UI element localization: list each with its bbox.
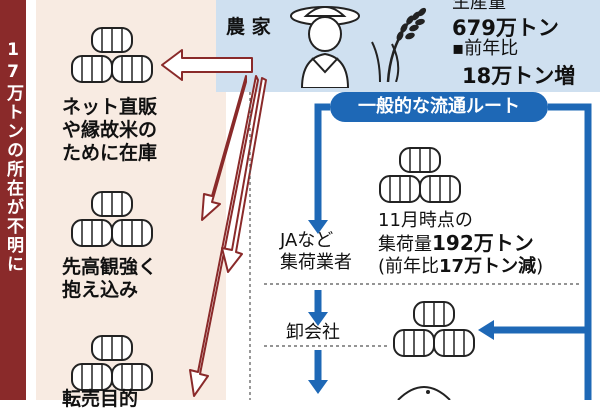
- route-label: 一般的な流通ルート: [330, 92, 548, 122]
- rice-bags-icon: [393, 301, 475, 357]
- left-banner-text: 17万トンの所在が不明に: [3, 40, 23, 274]
- yoy-value: 18万トン増: [462, 64, 576, 88]
- wholesaler-label: 卸会社: [286, 322, 340, 343]
- left-banner: [0, 0, 26, 400]
- production-value: 679万トン: [452, 16, 559, 40]
- rice-bags-icon: [71, 335, 153, 391]
- rice-bags-icon: [71, 27, 153, 83]
- rice-bags-icon: [379, 147, 461, 203]
- farmer-icon: [290, 6, 360, 88]
- collectors-label: JAなど 集荷業者: [280, 230, 352, 273]
- left-item-online-sales: ネット直販 や縁故米の ために在庫: [62, 96, 158, 164]
- rice-plant-icon: [371, 7, 427, 82]
- left-item-hoarding: 先高観強く 抱え込み: [62, 256, 158, 301]
- yoy-label: ▪前年比: [452, 38, 519, 59]
- flow-arrows: [161, 49, 592, 400]
- rice-bowl-icon: [397, 386, 451, 400]
- farmer-box: [216, 0, 600, 92]
- rice-bags-icon: [71, 191, 153, 247]
- production-label: 生産量: [452, 0, 506, 13]
- farmer-label: 農 家: [226, 16, 271, 38]
- collected-volume: 11月時点の 集荷量192万トン (前年比17万トン減): [378, 210, 544, 277]
